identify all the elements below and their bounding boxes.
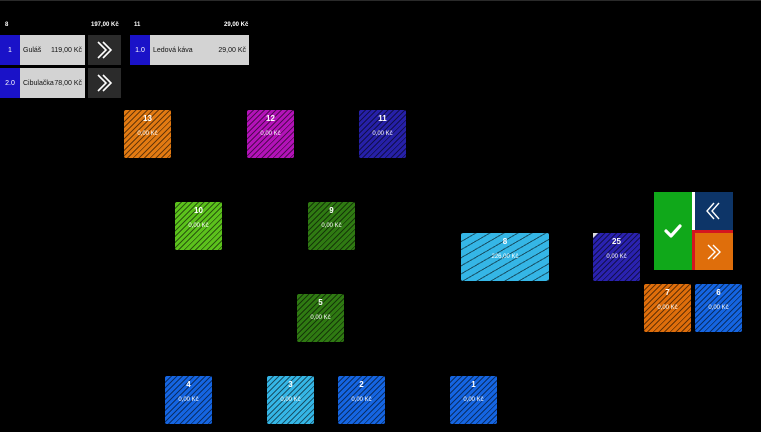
table-tile[interactable]: 1 0,00 Kč bbox=[450, 376, 497, 424]
table-number: 25 bbox=[612, 237, 621, 246]
double-chevron-right-icon bbox=[707, 244, 721, 259]
table-amount: 226,00 Kč bbox=[491, 254, 519, 260]
bill-total: 29,00 Kč bbox=[224, 22, 249, 28]
table-tile[interactable]: 13 0,00 Kč bbox=[124, 110, 171, 158]
table-amount: 0,00 Kč bbox=[463, 397, 484, 403]
table-tile[interactable]: 6 0,00 Kč bbox=[695, 284, 742, 332]
top-border bbox=[0, 0, 761, 1]
table-number: 7 bbox=[665, 288, 670, 297]
bill-item[interactable]: 1 Guláš 119,00 Kč bbox=[0, 35, 85, 65]
item-price: 78,00 Kč bbox=[54, 79, 82, 87]
bill-total: 197,00 Kč bbox=[91, 22, 119, 28]
move-item-button[interactable] bbox=[88, 68, 121, 98]
table-tile[interactable]: 5 0,00 Kč bbox=[297, 294, 344, 342]
table-tile[interactable]: 12 0,00 Kč bbox=[247, 110, 294, 158]
item-name: Cibulačka bbox=[23, 79, 54, 87]
table-tile[interactable]: 2 0,00 Kč bbox=[338, 376, 385, 424]
table-number: 1 bbox=[471, 380, 476, 389]
table-tile[interactable]: 11 0,00 Kč bbox=[359, 110, 406, 158]
double-chevron-left-icon bbox=[706, 202, 720, 220]
table-number: 2 bbox=[359, 380, 364, 389]
item-price: 29,00 Kč bbox=[218, 46, 246, 54]
move-forward-button[interactable] bbox=[695, 233, 733, 270]
item-price: 119,00 Kč bbox=[50, 46, 82, 54]
panel-divider bbox=[692, 232, 695, 270]
panel-divider bbox=[692, 230, 733, 233]
table-amount: 0,00 Kč bbox=[321, 223, 342, 229]
table-amount: 0,00 Kč bbox=[372, 131, 393, 137]
item-name: Guláš bbox=[23, 46, 42, 54]
table-number: 13 bbox=[143, 114, 152, 123]
table-number: 3 bbox=[288, 380, 293, 389]
double-chevron-right-icon bbox=[96, 41, 112, 59]
move-back-button[interactable] bbox=[695, 192, 733, 230]
table-amount: 0,00 Kč bbox=[188, 223, 209, 229]
table-tile[interactable]: 4 0,00 Kč bbox=[165, 376, 212, 424]
table-number: 9 bbox=[329, 206, 334, 215]
table-amount: 0,00 Kč bbox=[657, 305, 678, 311]
table-tile[interactable]: 8 226,00 Kč bbox=[461, 233, 549, 281]
table-amount: 0,00 Kč bbox=[606, 254, 627, 260]
table-tile[interactable]: 25 0,00 Kč bbox=[593, 233, 640, 281]
table-number: 12 bbox=[266, 114, 275, 123]
panel-divider bbox=[692, 192, 695, 232]
confirm-button[interactable] bbox=[654, 192, 692, 270]
check-icon bbox=[664, 224, 682, 238]
bill-item[interactable]: 1.0 Ledová káva 29,00 Kč bbox=[130, 35, 249, 65]
bill-table-number: 11 bbox=[134, 22, 141, 28]
table-tile[interactable]: 10 0,00 Kč bbox=[175, 202, 222, 250]
table-tile[interactable]: 3 0,00 Kč bbox=[267, 376, 314, 424]
table-amount: 0,00 Kč bbox=[310, 315, 331, 321]
table-number: 4 bbox=[186, 380, 191, 389]
item-quantity: 2.0 bbox=[0, 68, 20, 98]
item-quantity: 1.0 bbox=[130, 35, 150, 65]
item-quantity: 1 bbox=[0, 35, 20, 65]
bill-table-number: 8 bbox=[5, 22, 9, 28]
move-item-button[interactable] bbox=[88, 35, 121, 65]
table-amount: 0,00 Kč bbox=[178, 397, 199, 403]
item-name: Ledová káva bbox=[153, 46, 193, 54]
table-amount: 0,00 Kč bbox=[280, 397, 301, 403]
table-amount: 0,00 Kč bbox=[708, 305, 729, 311]
bill-item[interactable]: 2.0 Cibulačka 78,00 Kč bbox=[0, 68, 85, 98]
table-number: 8 bbox=[502, 237, 508, 246]
double-chevron-right-icon bbox=[96, 74, 112, 92]
table-tile[interactable]: 9 0,00 Kč bbox=[308, 202, 355, 250]
table-tile[interactable]: 7 0,00 Kč bbox=[644, 284, 691, 332]
table-number: 5 bbox=[318, 298, 323, 307]
corner-marker bbox=[593, 233, 598, 238]
table-amount: 0,00 Kč bbox=[351, 397, 372, 403]
table-number: 6 bbox=[716, 288, 721, 297]
table-number: 10 bbox=[194, 206, 203, 215]
table-amount: 0,00 Kč bbox=[260, 131, 281, 137]
table-number: 11 bbox=[378, 114, 387, 123]
table-amount: 0,00 Kč bbox=[137, 131, 158, 137]
